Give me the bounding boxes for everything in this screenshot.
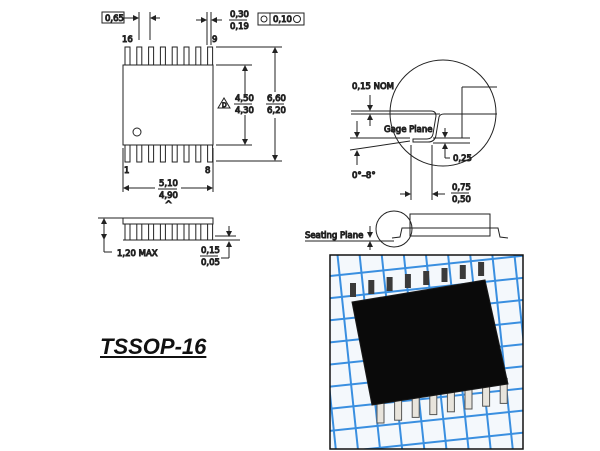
lead-width-min: 0,19 (230, 22, 249, 32)
lead-width-max: 0,30 (230, 10, 249, 20)
mmc-icon (293, 15, 301, 23)
lead (136, 144, 143, 163)
lead (124, 223, 131, 241)
photo-lead (386, 277, 393, 291)
pin-9-label: 9 (212, 35, 217, 45)
lead (136, 46, 143, 66)
photo-lead (423, 271, 430, 285)
lead (195, 46, 202, 66)
lead (159, 46, 166, 66)
overall-width-min: 6,20 (267, 106, 286, 116)
lead (183, 144, 190, 163)
chip-body (351, 279, 509, 406)
lead (183, 46, 190, 66)
standoff-min: 0,05 (201, 258, 220, 268)
foot-length-min: 0,50 (452, 195, 471, 205)
lead (159, 223, 166, 241)
top-pins (124, 46, 214, 66)
lead (195, 223, 202, 241)
lead (148, 46, 155, 66)
position-icon (260, 15, 268, 23)
pitch-value: 0,65 (105, 14, 124, 24)
standoff-max: 0,15 (201, 246, 220, 256)
lead (207, 144, 214, 163)
photo-lead (459, 265, 466, 279)
seating-view: Seating Plane (305, 210, 509, 250)
length-max: 5,10 (159, 179, 178, 189)
lead (171, 223, 178, 241)
photo-lead (441, 268, 448, 282)
lead (124, 144, 131, 163)
gage-height: 0,25 (453, 154, 472, 164)
photo-lead (350, 283, 356, 297)
seating-plane-label: Seating Plane (305, 231, 363, 241)
lead (207, 46, 214, 66)
bottom-pins (124, 144, 214, 163)
photo-lead (478, 262, 485, 276)
position-tolerance: 0,10 (273, 15, 292, 25)
body-width-max: 4,50 (235, 94, 254, 104)
pin-16-label: 16 (122, 35, 133, 45)
photo-lead (368, 280, 375, 294)
lead (171, 46, 178, 66)
lead (148, 223, 155, 241)
lead-thickness: 0,15 NOM (352, 82, 394, 92)
gage-plane-label: Gage Plane (384, 125, 432, 135)
lead-detail-view: 0,15 NOM Gage Plane 0°–8° 0,25 0,75 0,50 (349, 59, 497, 206)
pin-1-label: 1 (124, 166, 129, 176)
pin-8-label: 8 (205, 166, 210, 176)
lead (159, 144, 166, 163)
length-marker: ^ (165, 200, 172, 210)
height-max: 1,20 MAX (117, 249, 158, 259)
position-tolerance-frame (257, 12, 305, 26)
chip-photo (329, 254, 524, 450)
package-body (122, 64, 214, 146)
lead (148, 144, 155, 163)
pin1-dot (132, 127, 142, 137)
photo-lead (404, 274, 411, 288)
overall-width-max: 6,60 (267, 94, 286, 104)
body-width-min: 4,30 (235, 106, 254, 116)
lead (136, 223, 143, 241)
photo-pins (350, 262, 508, 424)
package-title: TSSOP-16 (100, 334, 207, 359)
note-triangle-icon (217, 97, 231, 109)
lead (183, 223, 190, 241)
lead (207, 223, 214, 241)
angle-range: 0°–8° (352, 171, 376, 181)
top-view: 16 9 1 8 0,65 0,30 0,19 0,10 D 4,50 4,30 (101, 10, 305, 211)
length-min: 4,90 (159, 191, 178, 201)
lead (171, 144, 178, 163)
lead (124, 46, 131, 66)
side-view: 1,20 MAX 0,15 0,05 (98, 217, 240, 269)
lead (195, 144, 202, 163)
foot-length-max: 0,75 (452, 183, 471, 193)
note-marker: D (222, 102, 227, 109)
